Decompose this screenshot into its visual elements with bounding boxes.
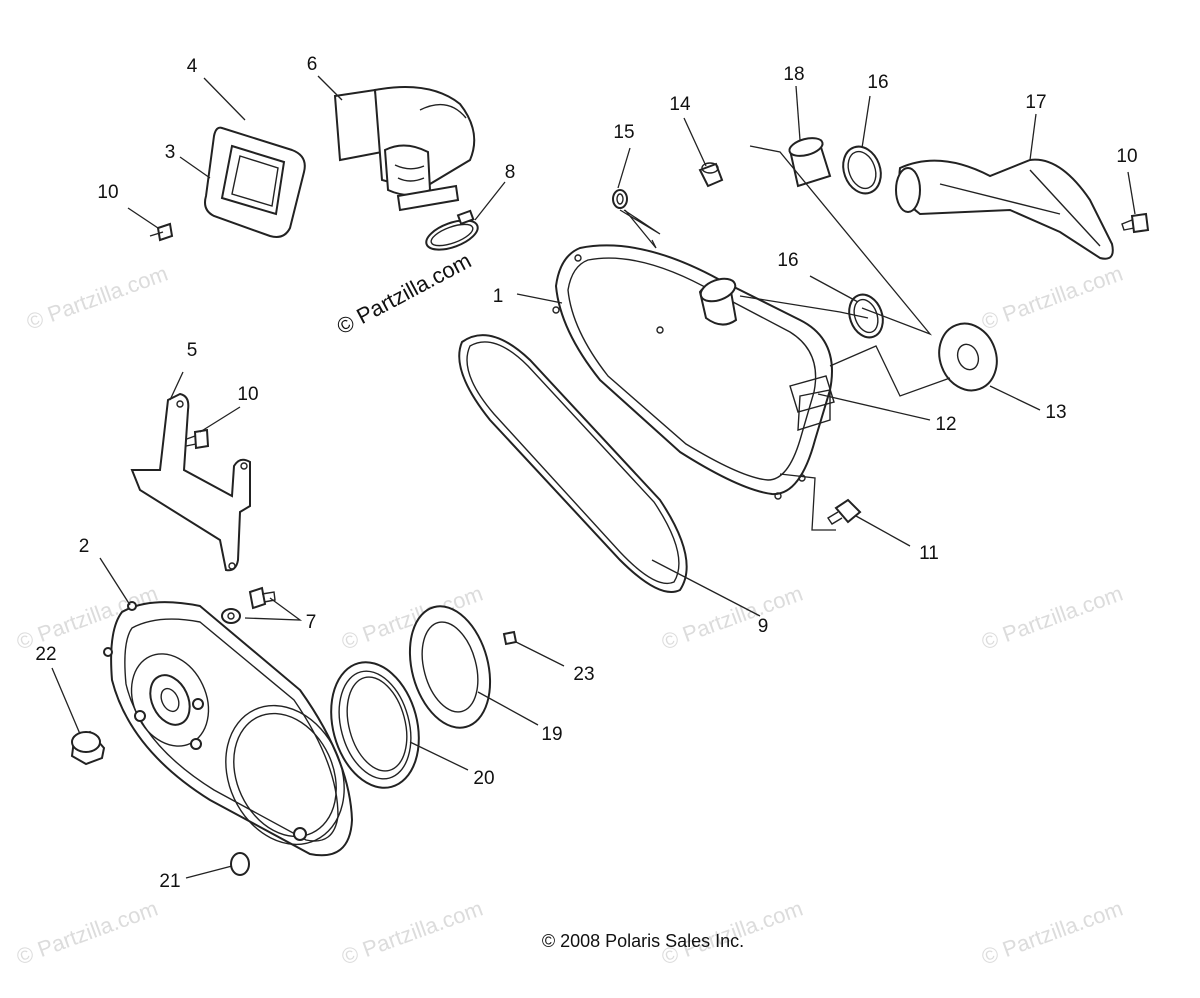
- callout-14: 14: [669, 94, 691, 115]
- part-17-duct: [895, 158, 1114, 260]
- part-2-inner-cover: [103, 601, 354, 857]
- callout-11: 11: [919, 543, 939, 564]
- callout-6: 6: [307, 54, 318, 75]
- bolt-10-mid: [183, 428, 210, 450]
- callout-17: 17: [1025, 92, 1046, 113]
- watermark: © Partzilla.com: [978, 581, 1126, 655]
- part-16-clamp-mid: [848, 293, 884, 339]
- part-7-bolt: [221, 586, 276, 624]
- callout-19: 19: [541, 724, 562, 745]
- callouts: 1 2 3 4 5 6 7 8 9 10 10 10 11 12 13 14 1…: [35, 54, 1137, 892]
- part-15-oring: [612, 189, 628, 209]
- callout-10-b: 10: [237, 384, 258, 405]
- watermark: © Partzilla.com: [658, 581, 806, 655]
- part-8-clamp: [425, 209, 479, 251]
- callout-10-a: 10: [97, 182, 118, 203]
- bolt-10-left: [149, 222, 174, 242]
- part-21-plug: [230, 852, 250, 876]
- callout-2: 2: [79, 536, 90, 557]
- watermark: © Partzilla.com: [13, 896, 161, 970]
- part-19-plate: [408, 605, 492, 729]
- part-22-spacer: [70, 730, 106, 766]
- callout-3: 3: [165, 142, 176, 163]
- part-6-intake-elbow: [333, 86, 476, 212]
- callout-15: 15: [613, 122, 634, 143]
- callout-5: 5: [187, 340, 198, 361]
- callout-16-mid: 16: [777, 250, 798, 271]
- callout-4: 4: [187, 56, 198, 77]
- callout-9: 9: [758, 616, 769, 637]
- part-16-clamp-top: [842, 145, 882, 195]
- callout-7: 7: [306, 612, 317, 633]
- part-18-coupler: [788, 137, 832, 188]
- part-14-plug: [698, 162, 724, 188]
- watermark: © Partzilla.com: [978, 261, 1126, 335]
- callout-18: 18: [783, 64, 804, 85]
- callout-10-c: 10: [1116, 146, 1137, 167]
- part-20-seal: [330, 661, 420, 789]
- callout-13: 13: [1045, 402, 1066, 423]
- part-13-washer: [938, 322, 998, 392]
- callout-20: 20: [473, 768, 494, 789]
- part-4-frame: [204, 126, 306, 238]
- part-12-decal: [789, 375, 835, 413]
- bolt-10-right: [1121, 212, 1150, 234]
- footer-copyright: © 2008 Polaris Sales Inc.: [542, 931, 744, 951]
- part-1-outer-cover: [552, 244, 833, 500]
- partzilla-watermark: © Partzilla.com: [333, 248, 476, 340]
- callout-1: 1: [493, 286, 504, 307]
- callout-16-top: 16: [867, 72, 888, 93]
- watermark: © Partzilla.com: [978, 896, 1126, 970]
- callout-12: 12: [935, 414, 956, 435]
- leader-lines: [51, 75, 1136, 879]
- watermark: © Partzilla.com: [23, 261, 171, 335]
- part-11-bolt: [827, 498, 862, 525]
- part-9-belt: [458, 334, 688, 593]
- part-23-bolt: [502, 630, 518, 646]
- callout-21: 21: [159, 871, 180, 892]
- callout-22: 22: [35, 644, 56, 665]
- callout-8: 8: [505, 162, 516, 183]
- callout-23: 23: [573, 664, 594, 685]
- watermark: © Partzilla.com: [338, 896, 486, 970]
- part-5-bracket: [130, 392, 251, 572]
